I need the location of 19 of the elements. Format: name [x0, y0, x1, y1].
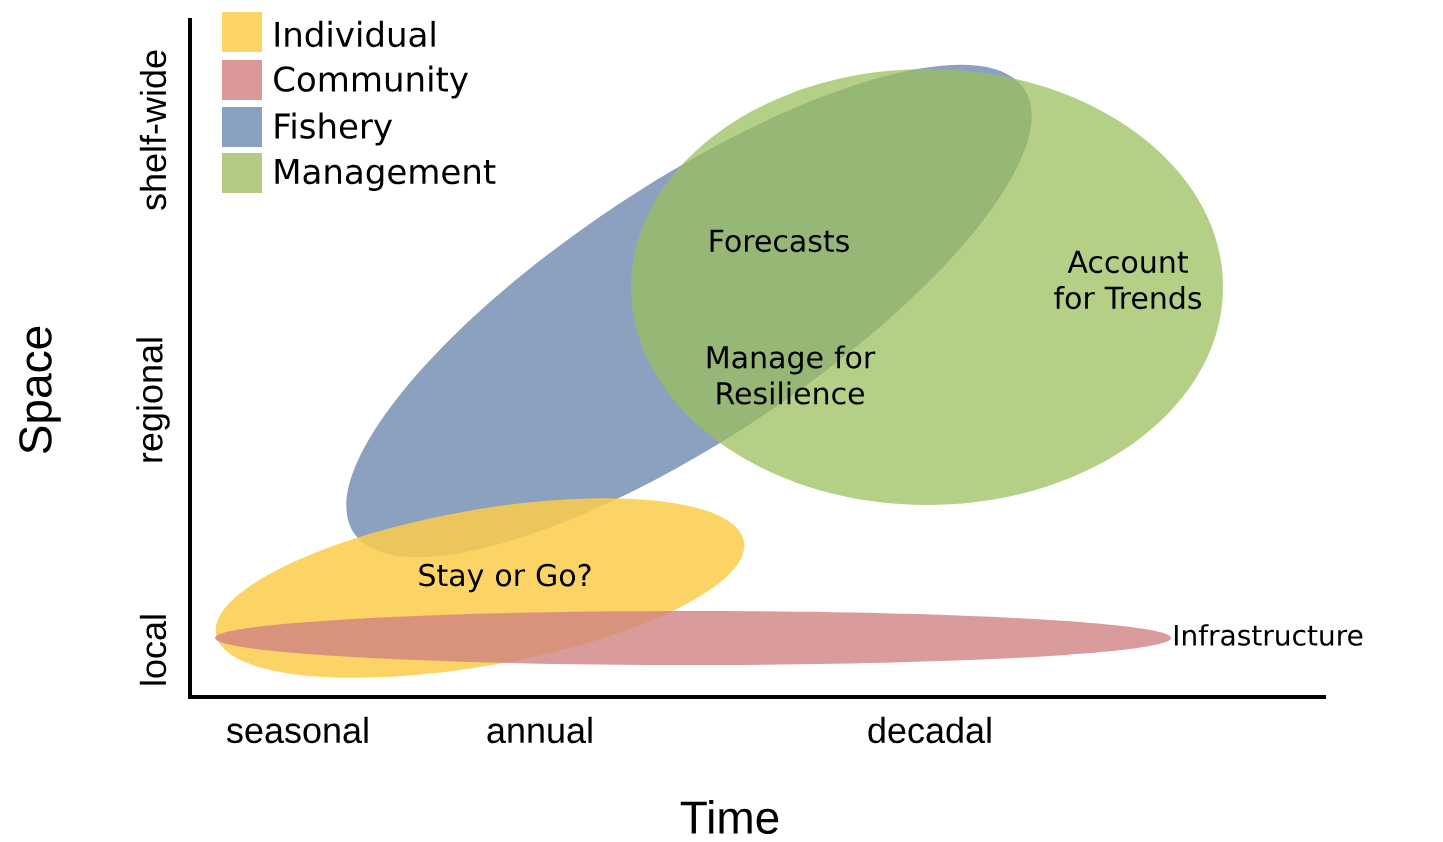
region-label: Manage for Resilience [707, 345, 876, 405]
axis-tick-label: regional [136, 338, 170, 462]
legend-label: Community [274, 65, 468, 99]
axis-tick-label: shelf-wide [139, 50, 167, 211]
ellipse-region [631, 69, 1223, 505]
legend-label: Management [275, 159, 496, 191]
legend-label: Individual [275, 20, 435, 48]
axis-title: Time [680, 800, 779, 834]
region-label: Stay or Go? [419, 563, 591, 593]
region-label: Infrastructure [1174, 624, 1363, 646]
axis-title: Space [19, 326, 61, 454]
axis-tick-label: local [139, 615, 167, 685]
axis-tick-label: annual [487, 716, 592, 744]
ellipse-region [215, 611, 1171, 665]
axis-tick-label: decadal [868, 716, 991, 744]
region-label: Account for Trends [1054, 250, 1202, 310]
region-label: Forecasts [710, 229, 849, 253]
axis-tick-label: seasonal [226, 716, 368, 744]
legend-label: Fishery [275, 112, 392, 146]
